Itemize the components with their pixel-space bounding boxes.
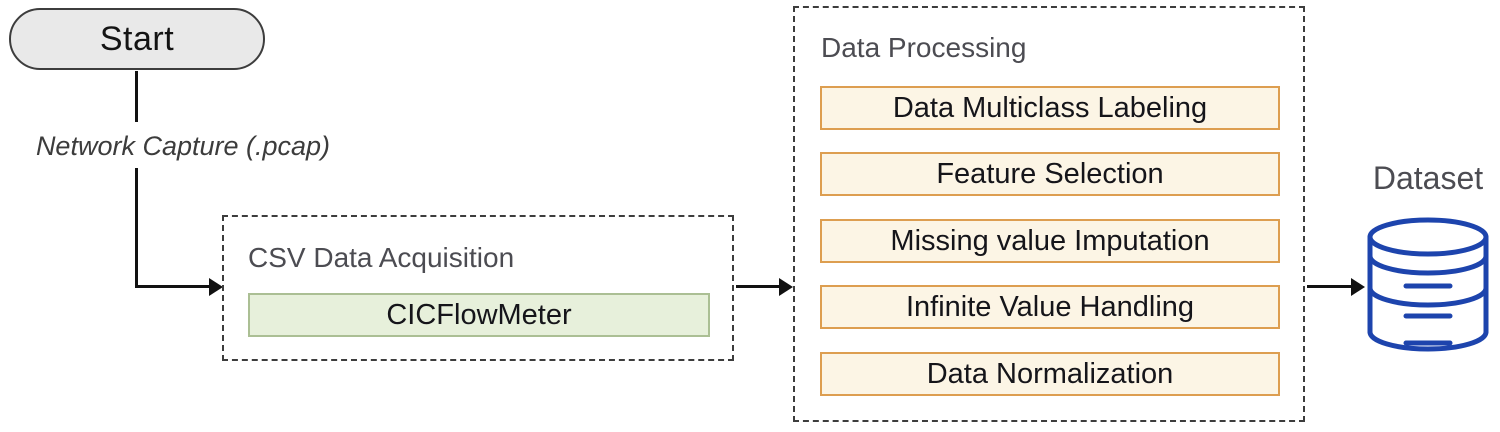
processing-step-label: Infinite Value Handling	[905, 290, 1195, 323]
connector-processing-to-dataset	[1307, 285, 1353, 288]
processing-step-infinite-value-handling: Infinite Value Handling	[820, 285, 1280, 329]
arrowhead-into-acquisition-icon	[209, 277, 223, 296]
arrowhead-into-dataset-icon	[1351, 277, 1365, 296]
capture-edge-label: Network Capture (.pcap)	[35, 131, 331, 161]
processing-step-label: Data Multiclass Labeling	[892, 91, 1208, 124]
arrowhead-into-processing-icon	[779, 277, 793, 296]
acquisition-group-title: CSV Data Acquisition	[248, 242, 515, 273]
processing-step-label: Data Normalization	[926, 357, 1174, 390]
connector-start-upper-segment	[135, 71, 138, 122]
processing-step-label: Feature Selection	[936, 157, 1164, 190]
processing-group-title: Data Processing	[821, 32, 1027, 63]
acquisition-group-box: CSV Data Acquisition CICFlowMeter	[222, 215, 734, 361]
connector-acquisition-to-processing	[736, 285, 780, 288]
processing-step-feature-selection: Feature Selection	[820, 152, 1280, 196]
processing-step-label: Missing value Imputation	[890, 224, 1210, 257]
connector-start-horizontal-segment	[135, 285, 211, 288]
dataset-label: Dataset	[1372, 160, 1484, 196]
processing-step-data-normalization: Data Normalization	[820, 352, 1280, 396]
processing-group-box: Data Processing Data Multiclass Labeling…	[793, 6, 1305, 422]
cicflowmeter-node-label: CICFlowMeter	[386, 298, 572, 331]
connector-start-lower-segment	[135, 168, 138, 288]
processing-step-missing-value-imputation: Missing value Imputation	[820, 219, 1280, 263]
cicflowmeter-node: CICFlowMeter	[248, 293, 710, 337]
start-node-label: Start	[99, 19, 175, 58]
processing-step-multiclass-labeling: Data Multiclass Labeling	[820, 86, 1280, 130]
start-node: Start	[9, 8, 265, 70]
database-cylinder-icon	[1367, 217, 1489, 352]
